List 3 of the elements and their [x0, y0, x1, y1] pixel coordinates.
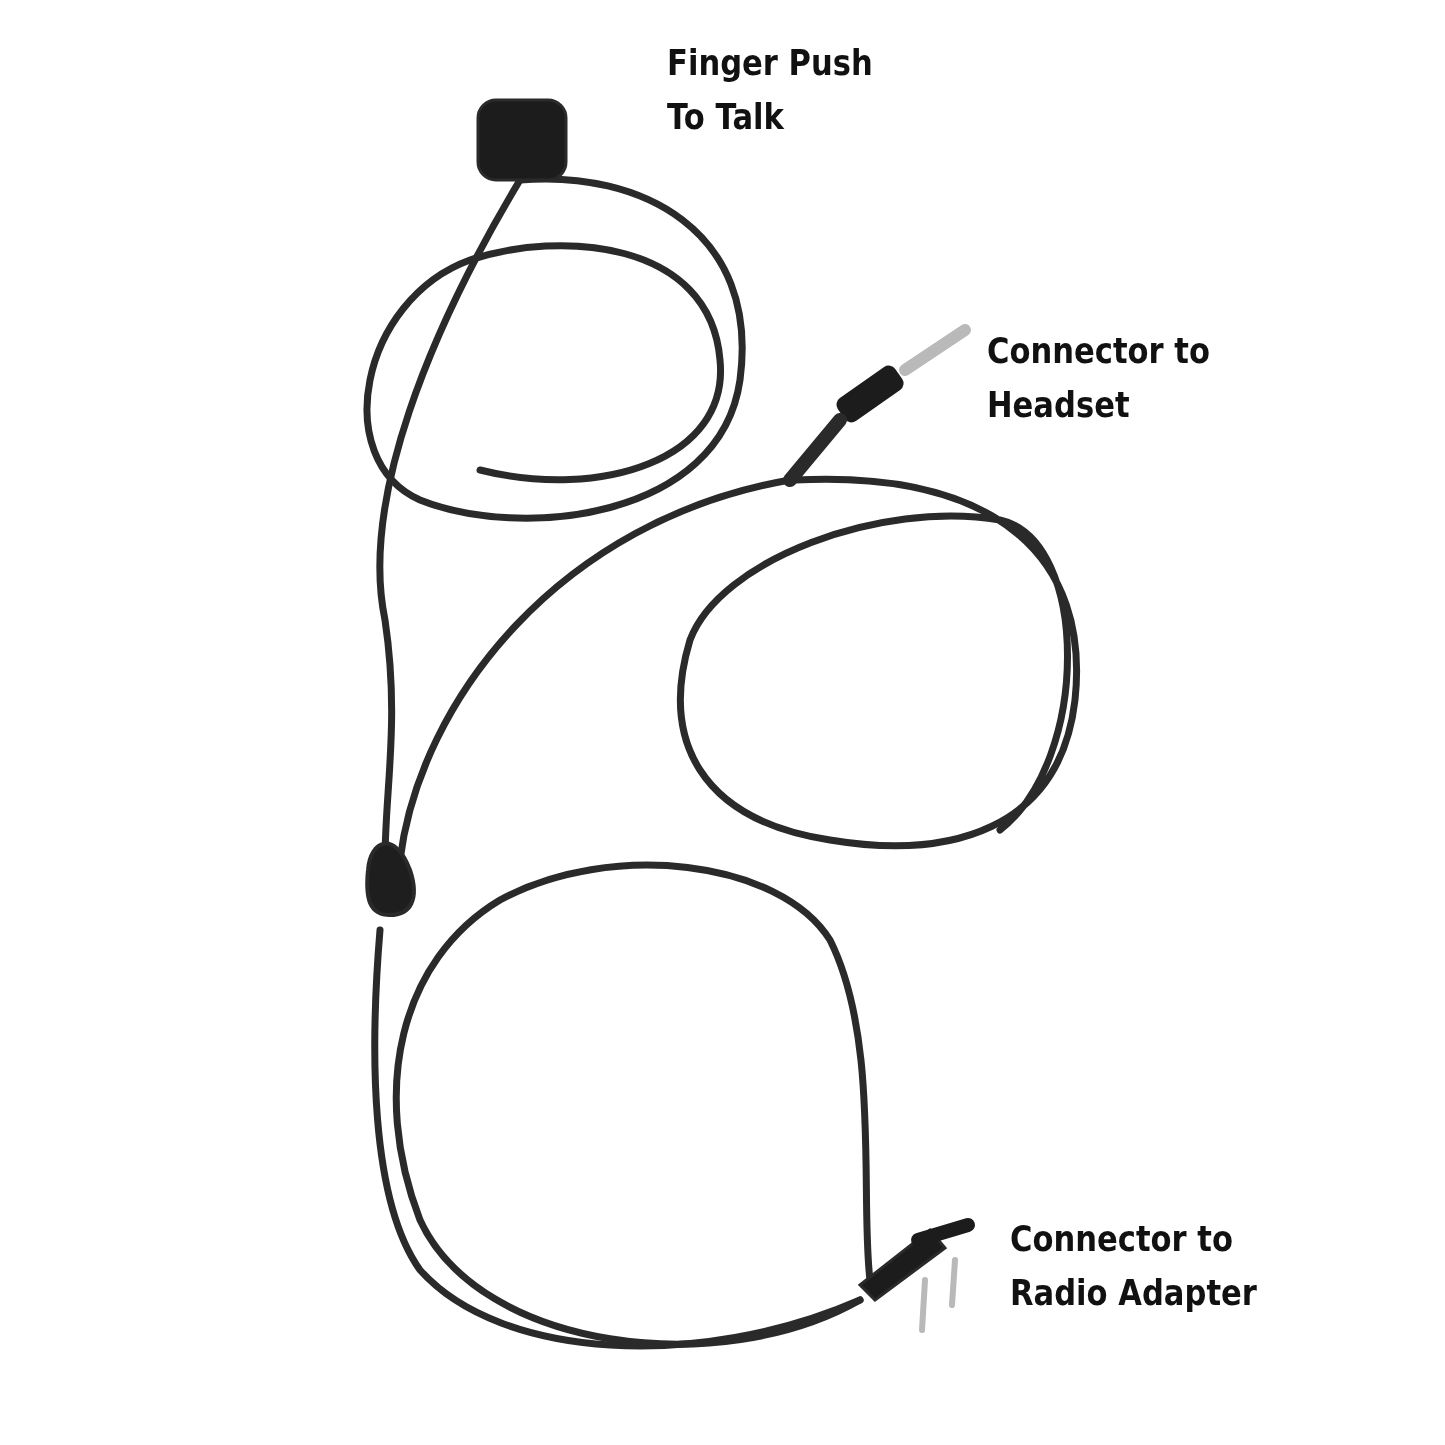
part-label: Connector to Radio Adapter [1010, 1217, 1258, 1315]
part-label: Finger Push To Talk [667, 41, 874, 139]
part-label: Connector to Headset [987, 329, 1211, 427]
